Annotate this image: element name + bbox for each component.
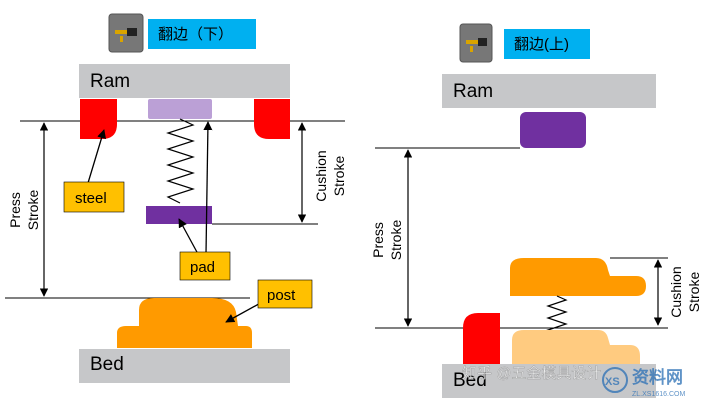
pad bbox=[520, 112, 586, 148]
tool-icon bbox=[459, 23, 493, 63]
title-badge-bg bbox=[148, 19, 256, 49]
steel bbox=[463, 313, 500, 364]
watermark-logo-icon: XS bbox=[602, 367, 628, 393]
ram-block bbox=[442, 74, 656, 108]
watermark-text: 知乎 @五金模具设计 bbox=[462, 365, 601, 382]
bed-block bbox=[79, 349, 290, 383]
bed-label: Bed bbox=[453, 370, 487, 391]
ram-label: Ram bbox=[453, 81, 493, 102]
title-badge: 翻边（下） bbox=[158, 26, 233, 43]
tool-icon bbox=[108, 13, 144, 53]
ram-block bbox=[79, 64, 290, 98]
pad-pointer-lower bbox=[178, 218, 199, 255]
blank-upper bbox=[510, 258, 646, 296]
pad-lower bbox=[146, 206, 212, 224]
svg-text:XS: XS bbox=[605, 376, 620, 388]
pad-upper bbox=[148, 99, 212, 119]
steel-right bbox=[254, 99, 290, 139]
pad-callout-box bbox=[179, 251, 231, 281]
steel-callout: steel bbox=[75, 190, 107, 207]
pad-callout: pad bbox=[190, 259, 215, 276]
ram-label: Ram bbox=[90, 71, 130, 92]
steel-left bbox=[80, 99, 117, 139]
steel-pointer bbox=[87, 129, 106, 184]
pad-pointer-upper bbox=[203, 121, 213, 255]
title-badge: 翻边(上) bbox=[514, 36, 569, 53]
spring bbox=[166, 118, 195, 204]
watermark-logo-text: 资料网 bbox=[632, 367, 683, 387]
title-badge-bg bbox=[504, 29, 590, 59]
post-callout: post bbox=[267, 287, 296, 304]
watermark-logo-url: ZL.XS1616.COM bbox=[632, 391, 685, 398]
steel-callout-box bbox=[63, 181, 125, 213]
blank-lower bbox=[512, 330, 640, 368]
post-callout-box bbox=[257, 279, 313, 309]
bed-label: Bed bbox=[90, 354, 124, 375]
watermark: 知乎 @五金模具设计 XS 资料网 ZL.XS1616.COM bbox=[462, 365, 686, 398]
post bbox=[117, 298, 252, 348]
